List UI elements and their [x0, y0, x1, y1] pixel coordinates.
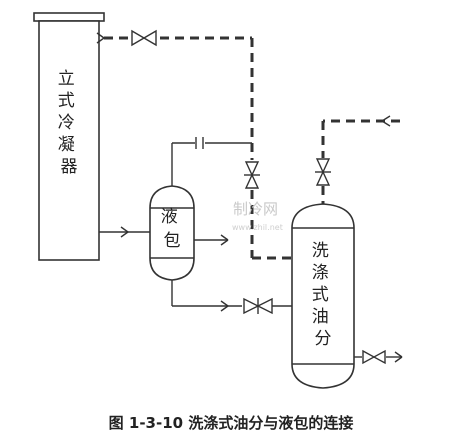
condenser-char-2: 式: [58, 91, 75, 111]
condenser-char-3: 冷: [58, 113, 75, 133]
sep-char-3: 式: [312, 285, 329, 305]
condenser-char-5: 器: [61, 157, 78, 177]
condenser-char-1: 立: [58, 69, 75, 89]
sep-char-5: 分: [315, 329, 332, 349]
sep-char-2: 涤: [312, 263, 329, 283]
valve-drum-to-separator[interactable]: [243, 297, 273, 315]
figure-caption: 图 1-3-10 洗涤式油分与液包的连接: [109, 414, 354, 432]
washing-oil-separator: 洗 涤 式 油 分: [291, 203, 355, 389]
sep-char-1: 洗: [312, 241, 329, 261]
liquid-drum: 液 包: [149, 185, 195, 281]
watermark-url: www.zhil.net: [232, 223, 283, 232]
drum-char-1: 液: [161, 207, 178, 227]
balance-line-dashed: [96, 32, 292, 260]
gas-inlet-dashed: [321, 115, 400, 204]
condenser-label: 立 式 冷 凝 器: [58, 69, 80, 177]
valve-gas-inlet[interactable]: [315, 158, 331, 186]
sep-char-4: 油: [312, 307, 329, 327]
vertical-condenser: 立 式 冷 凝 器: [33, 12, 105, 261]
drum-side-outlet: [194, 234, 229, 246]
arrow-head: [96, 32, 105, 44]
watermark-text: 制冷网: [233, 200, 278, 218]
valve-top-line[interactable]: [131, 29, 157, 47]
drain-line: [354, 351, 403, 363]
drum-to-separator-line: [171, 280, 292, 312]
drum-equalizer-line: [171, 137, 252, 186]
condenser-to-drum-line: [99, 226, 150, 238]
liquid-drum-label: 液 包: [161, 207, 183, 251]
condenser-char-4: 凝: [58, 135, 75, 155]
oil-separator-label: 洗 涤 式 油 分: [312, 241, 334, 349]
drum-char-2: 包: [164, 231, 181, 251]
valve-drain[interactable]: [362, 349, 386, 365]
valve-balance-vertical[interactable]: [244, 161, 260, 189]
